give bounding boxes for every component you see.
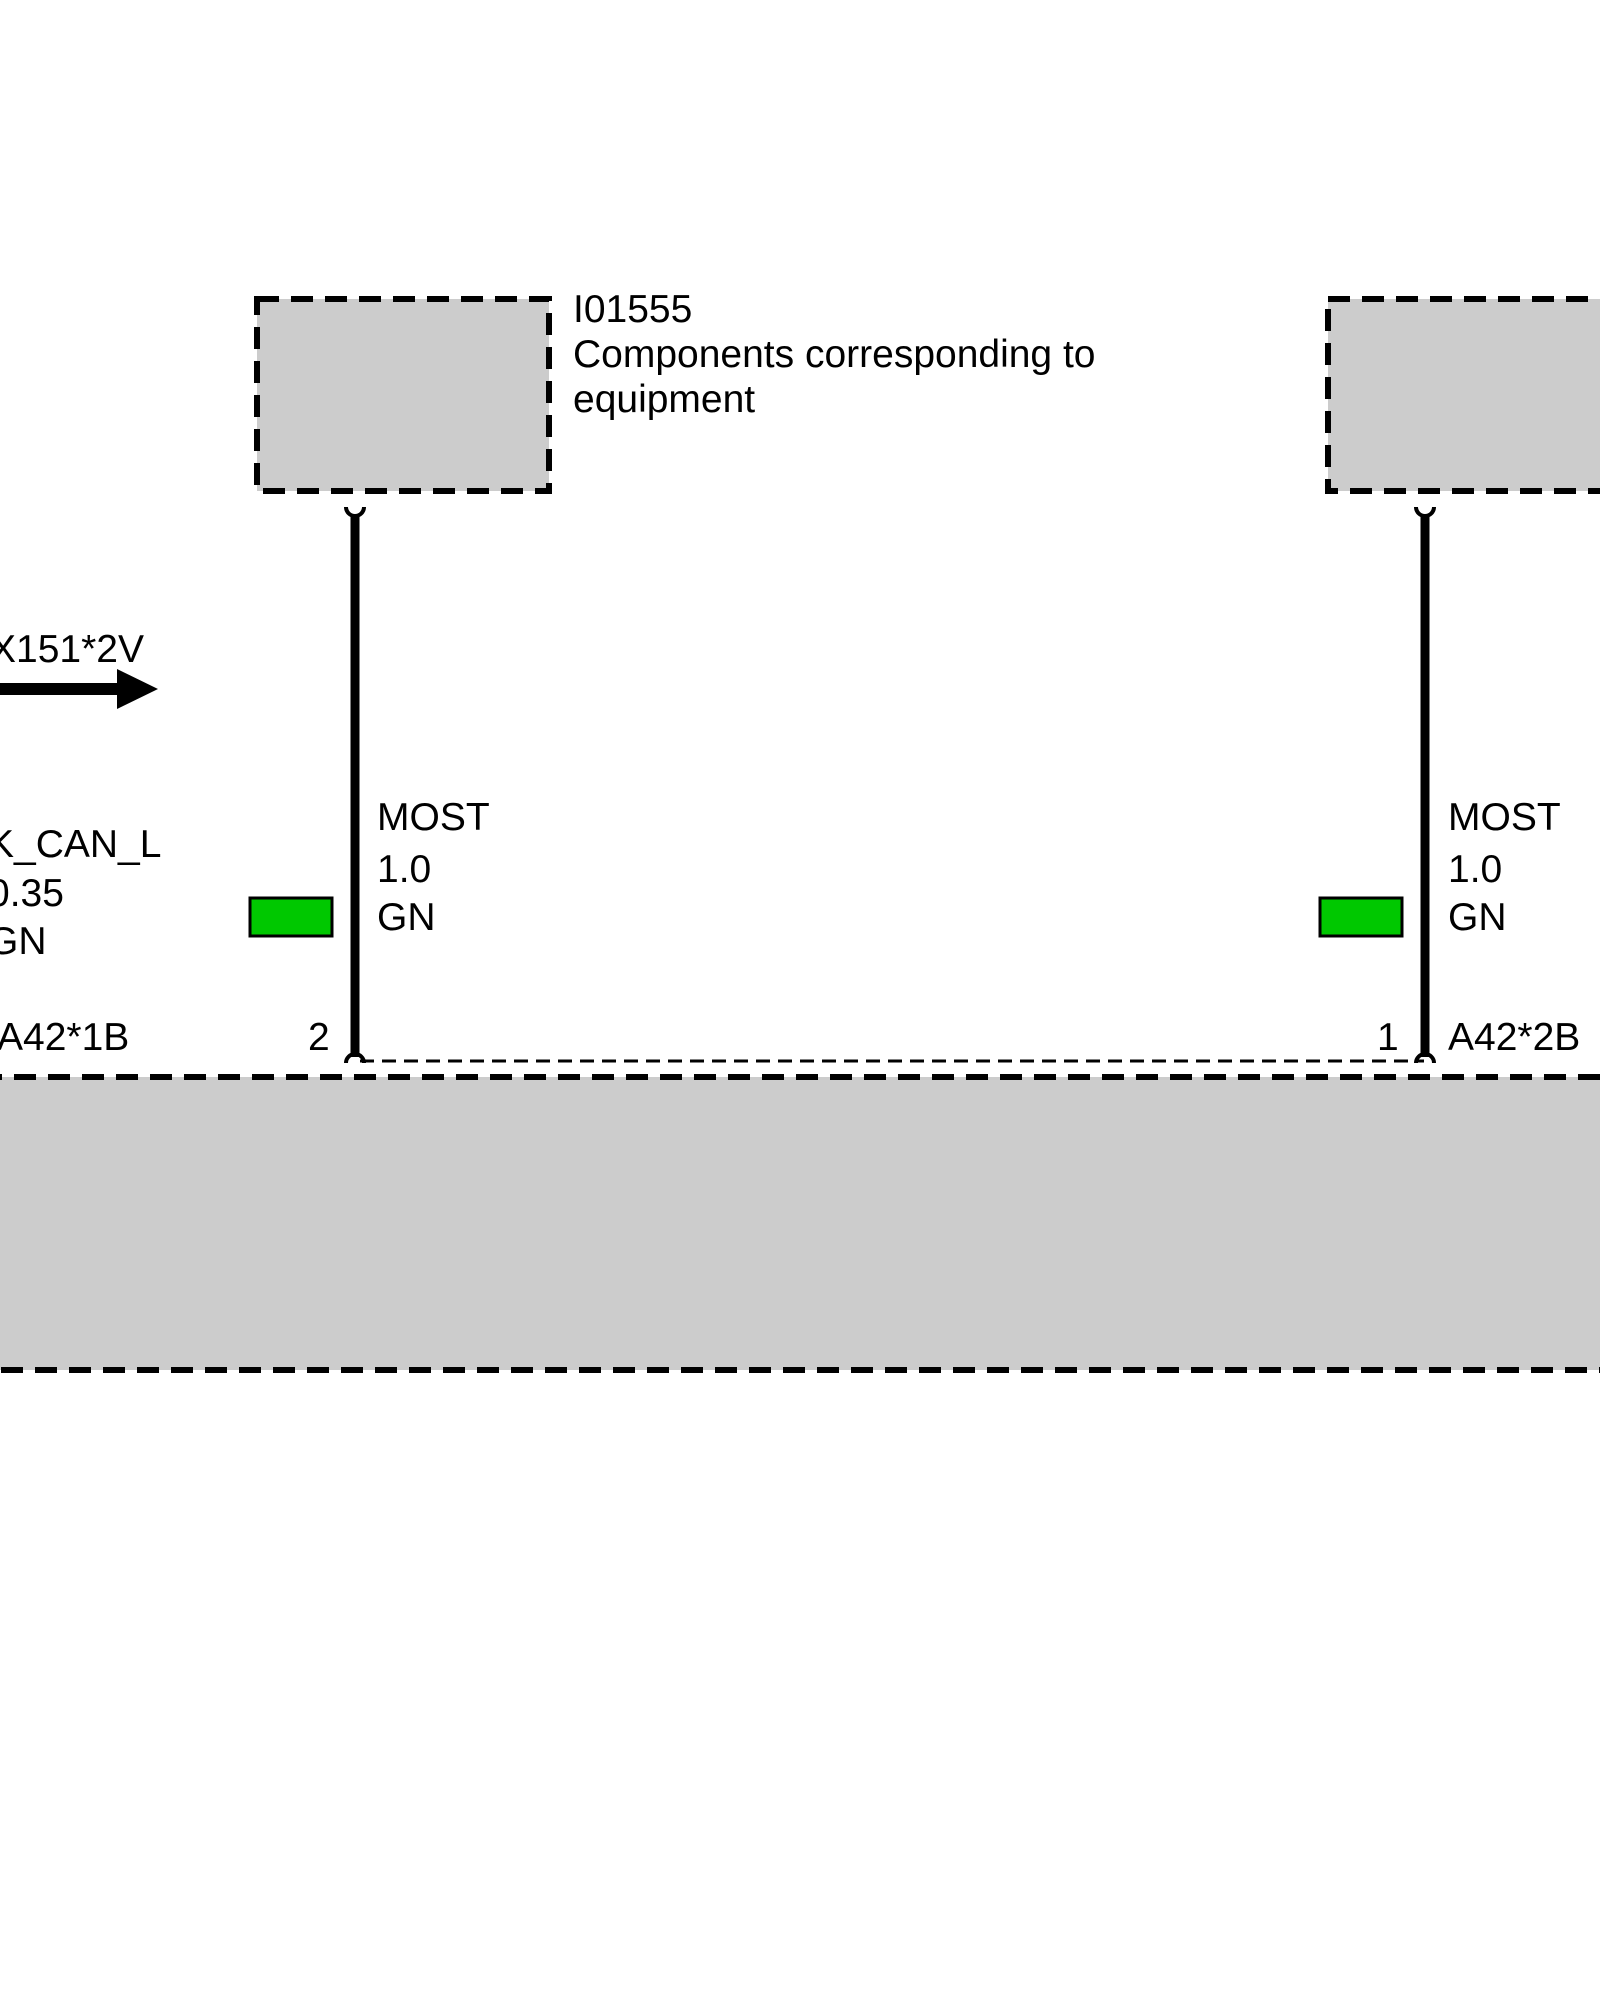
left-wire-cross-section: 0.35 [0, 872, 64, 915]
wire-color-swatch-right [1318, 896, 1404, 938]
optional-component-box-left[interactable] [254, 296, 552, 494]
wire-right-connector-label: A42*2B [1448, 1016, 1580, 1059]
wire-right-cross-section: 1.0 [1448, 848, 1502, 891]
pin-terminal-bottom-right [1414, 1052, 1436, 1064]
pin-terminal-bottom-left [344, 1052, 366, 1064]
wire-left-signal: MOST [377, 796, 490, 839]
component-description-line1: Components corresponding to [573, 333, 1095, 376]
wire-right-signal: MOST [1448, 796, 1561, 839]
wire-left-pin-number: 2 [308, 1016, 330, 1059]
pin-terminal-top-right [1414, 506, 1436, 518]
wire-color-swatch-left [248, 896, 334, 938]
wire-right-color-code: GN [1448, 896, 1507, 939]
component-description-line2: equipment [573, 378, 755, 421]
component-id-label: I01555 [573, 288, 692, 331]
left-wire-color-code: GN [0, 920, 47, 963]
left-wire-signal: K_CAN_L [0, 823, 161, 866]
wire-right-pin-number: 1 [1377, 1016, 1399, 1059]
control-unit-block[interactable] [0, 1074, 1600, 1373]
right-arrow-icon[interactable] [0, 669, 158, 709]
wire-left-cross-section: 1.0 [377, 848, 431, 891]
wire-left-color-code: GN [377, 896, 436, 939]
optional-component-box-right[interactable] [1325, 296, 1600, 494]
wire-left-connector-label: A42*1B [0, 1016, 129, 1059]
pin-terminal-top-left [344, 506, 366, 518]
off-page-reference-label: X151*2V [0, 628, 144, 671]
